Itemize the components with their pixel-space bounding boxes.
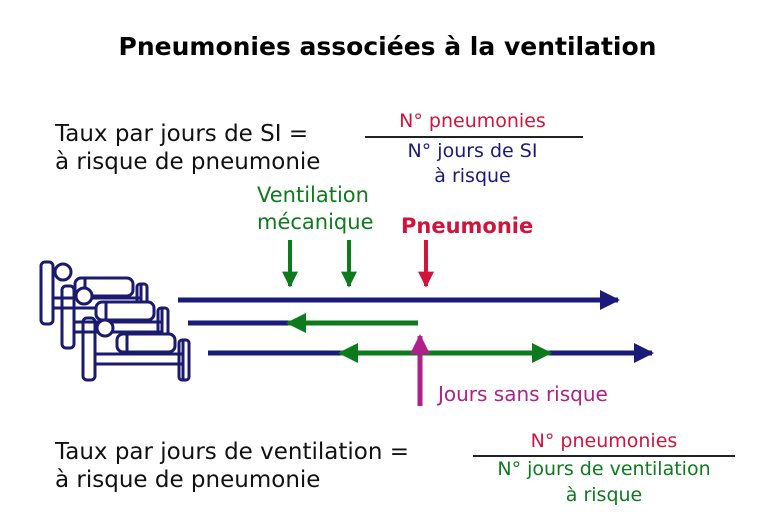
page-title: Pneumonies associées à la ventilation [118, 32, 657, 61]
ventilation-label-line1: Ventilation [257, 183, 369, 207]
formula-vent-lhs-line2: à risque de pneumonie [55, 467, 321, 493]
formula-si-denominator-line2: à risque [434, 165, 511, 187]
formula-vent-fraction-bar [473, 455, 735, 457]
formula-vent-denominator-line1: N° jours de ventilation [497, 458, 711, 480]
formula-vent-denominator-line2: à risque [565, 484, 643, 506]
bed-icon [39, 260, 191, 382]
formula-si-fraction-bar [365, 136, 583, 138]
formula-si-lhs-line2: à risque de pneumonie [55, 149, 321, 175]
formula-vent-numerator: N° pneumonies [530, 430, 678, 452]
formula-si-denominator-line1: N° jours de SI [407, 140, 538, 162]
pneumonia-label: Pneumonie [401, 214, 534, 238]
ventilation-label-line2: mécanique [257, 210, 374, 234]
formula-si-lhs-line1: Taux par jours de SI = [55, 121, 309, 147]
formula-si-numerator: N° pneumonies [399, 110, 546, 132]
no-risk-days-label: Jours sans risque [438, 382, 608, 406]
formula-vent-lhs-line1: Taux par jours de ventilation = [55, 439, 410, 465]
